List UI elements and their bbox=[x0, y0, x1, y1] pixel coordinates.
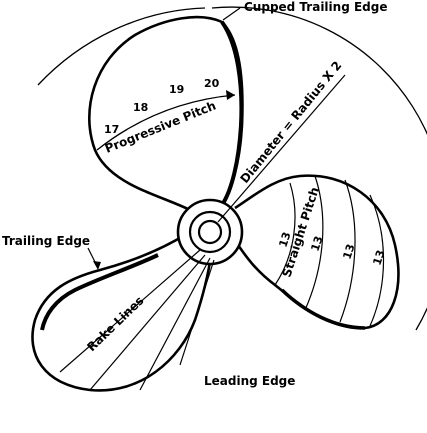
diameter-arc-left bbox=[37, 7, 206, 86]
progressive-pitch-arc bbox=[96, 94, 236, 151]
diameter-line bbox=[217, 74, 346, 223]
hub-outer bbox=[176, 198, 244, 266]
label-trailing-edge: Trailing Edge bbox=[2, 234, 90, 248]
rake-line-2 bbox=[89, 254, 206, 391]
label-diameter: Diameter = Radius X 2 bbox=[237, 58, 344, 185]
diameter-arc bbox=[211, 6, 427, 331]
label-leading-edge: Leading Edge bbox=[204, 374, 295, 388]
hub-middle bbox=[188, 210, 232, 254]
left-blade-trailing-edge bbox=[40, 253, 159, 331]
straight-pitch-value: 13 bbox=[308, 234, 325, 253]
hub-inner bbox=[197, 219, 223, 245]
right-blade-leading-edge bbox=[280, 288, 366, 330]
straight-pitch-value: 13 bbox=[276, 230, 293, 249]
label-rake-lines: Rake Lines bbox=[84, 293, 146, 354]
progressive-pitch-value: 19 bbox=[169, 83, 184, 96]
straight-pitch-arc-3 bbox=[339, 179, 356, 323]
straight-pitch-value: 13 bbox=[340, 242, 357, 261]
rake-line-1 bbox=[59, 249, 201, 373]
straight-pitch-value: 13 bbox=[370, 248, 387, 267]
label-progressive-pitch: Progressive Pitch bbox=[103, 98, 218, 155]
progressive-pitch-value: 18 bbox=[133, 101, 148, 114]
rake-line-3 bbox=[139, 257, 211, 391]
top-blade bbox=[87, 15, 244, 212]
label-cupped-trailing-edge: Cupped Trailing Edge bbox=[244, 0, 387, 14]
progressive-pitch-arrow bbox=[226, 90, 235, 100]
progressive-pitch-value: 17 bbox=[104, 123, 119, 136]
right-blade bbox=[234, 174, 400, 330]
straight-pitch-arc-1 bbox=[274, 182, 296, 286]
progressive-pitch-value: 20 bbox=[204, 77, 220, 90]
straight-pitch-arc-4 bbox=[369, 194, 385, 327]
rake-line-4 bbox=[179, 259, 215, 366]
trailing-edge-arrow bbox=[93, 261, 101, 270]
top-blade-cupped-edge bbox=[220, 20, 244, 207]
straight-pitch-arc-2 bbox=[304, 175, 324, 311]
cupped-edge-leader bbox=[222, 7, 241, 21]
